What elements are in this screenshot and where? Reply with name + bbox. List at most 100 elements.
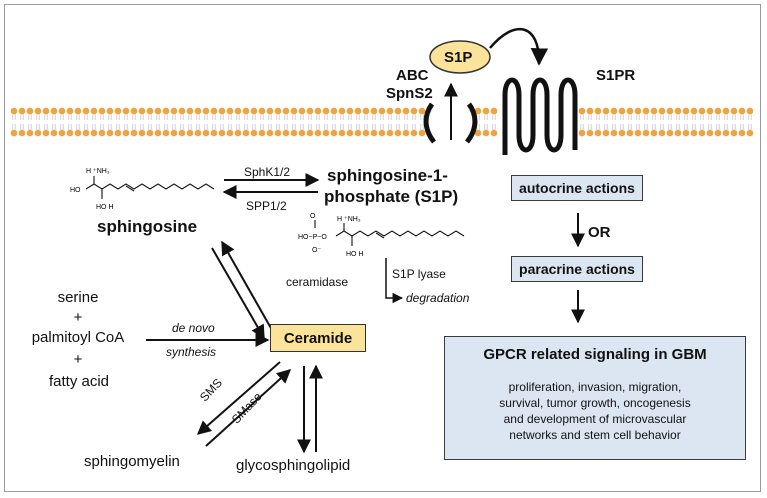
lipid-head (482, 107, 490, 115)
lipid-head (42, 129, 50, 137)
lipid-head (74, 129, 82, 137)
s1p-bubble-shape (429, 40, 491, 74)
lipid-head (34, 129, 42, 137)
svg-text:H ⁺NH₃: H ⁺NH₃ (86, 168, 110, 175)
lipid-head (234, 129, 242, 137)
lipid-head (346, 129, 354, 137)
transporter-label-spns2: SpnS2 (386, 85, 433, 102)
de-novo-label: de novo (172, 321, 215, 335)
lipid-head (18, 129, 26, 137)
lipid-head (610, 107, 618, 115)
lipid-head (34, 107, 42, 115)
precursor-fatty-acid: fatty acid (48, 373, 110, 390)
to-sphingosine-arrow (221, 240, 273, 331)
lipid-head (162, 129, 170, 137)
binding-arrow (489, 27, 549, 66)
lipid-head (746, 129, 754, 137)
lipid-head (274, 129, 282, 137)
lyase-arrow (385, 258, 404, 304)
lipid-head (650, 129, 658, 137)
lipid-head (186, 107, 194, 115)
lipid-head (306, 107, 314, 115)
lipid-head (202, 107, 210, 115)
lipid-head (338, 129, 346, 137)
lipid-head (130, 107, 138, 115)
lipid-head (330, 107, 338, 115)
s1p-label-line1: sphingosine-1- (327, 166, 448, 185)
lipid-head (314, 107, 322, 115)
lipid-head (722, 129, 730, 137)
lipid-head (258, 129, 266, 137)
lipid-head (338, 107, 346, 115)
lipid-head (18, 107, 26, 115)
lipid-head (170, 107, 178, 115)
lipid-head (698, 107, 706, 115)
lipid-head (122, 107, 130, 115)
lipid-head (290, 129, 298, 137)
precursor-plus-2: + (73, 351, 83, 368)
lipid-head (186, 129, 194, 137)
lipid-head (146, 107, 154, 115)
lipid-head (314, 129, 322, 137)
lipid-head (482, 129, 490, 137)
svg-text:HO: HO (70, 187, 81, 194)
lipid-head (714, 129, 722, 137)
lipid-head (706, 129, 714, 137)
lipid-head (154, 107, 162, 115)
lipid-head (26, 129, 34, 137)
lipid-head (682, 129, 690, 137)
lipid-head (674, 129, 682, 137)
lipid-head (162, 107, 170, 115)
lipid-head (394, 107, 402, 115)
lipid-head (586, 129, 594, 137)
lipid-head (178, 129, 186, 137)
lipid-head (370, 129, 378, 137)
lipid-head (82, 129, 90, 137)
lipid-head (634, 129, 642, 137)
lipid-head (386, 129, 394, 137)
sphk-label: SphK1/2 (244, 165, 291, 179)
lipid-head (642, 107, 650, 115)
gpcr-title: GPCR related signaling in GBM (483, 346, 707, 363)
lipid-head (274, 107, 282, 115)
lipid-head (330, 129, 338, 137)
sms-arrow (196, 361, 281, 435)
lipid-head (586, 107, 594, 115)
lipid-head (706, 107, 714, 115)
s1p-lyase-label: S1P lyase (392, 267, 446, 281)
lipid-head (66, 107, 74, 115)
receptor-label: S1PR (596, 67, 636, 84)
lipid-head (106, 129, 114, 137)
lipid-head (258, 107, 266, 115)
lipid-head (242, 129, 250, 137)
lipid-head (626, 129, 634, 137)
lipid-head (730, 129, 738, 137)
lipid-head (634, 107, 642, 115)
figure-frame (4, 4, 761, 492)
s1p-structure (314, 220, 465, 246)
lipid-head (746, 107, 754, 115)
lipid-head (362, 107, 370, 115)
lipid-head (386, 107, 394, 115)
lipid-head (602, 129, 610, 137)
or-label: OR (588, 224, 611, 241)
lipid-head (178, 107, 186, 115)
s1p-label-line2: phosphate (S1P) (324, 187, 459, 206)
lipid-head (690, 129, 698, 137)
lipid-head (50, 129, 58, 137)
lipid-head (146, 129, 154, 137)
svg-text:O⁻: O⁻ (312, 247, 321, 254)
sphingomyelin-label: sphingomyelin (84, 453, 180, 470)
lipid-head (194, 129, 202, 137)
lipid-head (354, 107, 362, 115)
lipid-head (642, 129, 650, 137)
spp-label: SPP1/2 (246, 199, 287, 213)
lipid-head (90, 107, 98, 115)
gpcr-line-2: survival, tumor growth, oncogenesis (499, 396, 691, 410)
lipid-head (98, 107, 106, 115)
lipid-head (170, 129, 178, 137)
ceramidase-arrow (211, 247, 265, 340)
lipid-head (58, 107, 66, 115)
lipid-head (226, 129, 234, 137)
